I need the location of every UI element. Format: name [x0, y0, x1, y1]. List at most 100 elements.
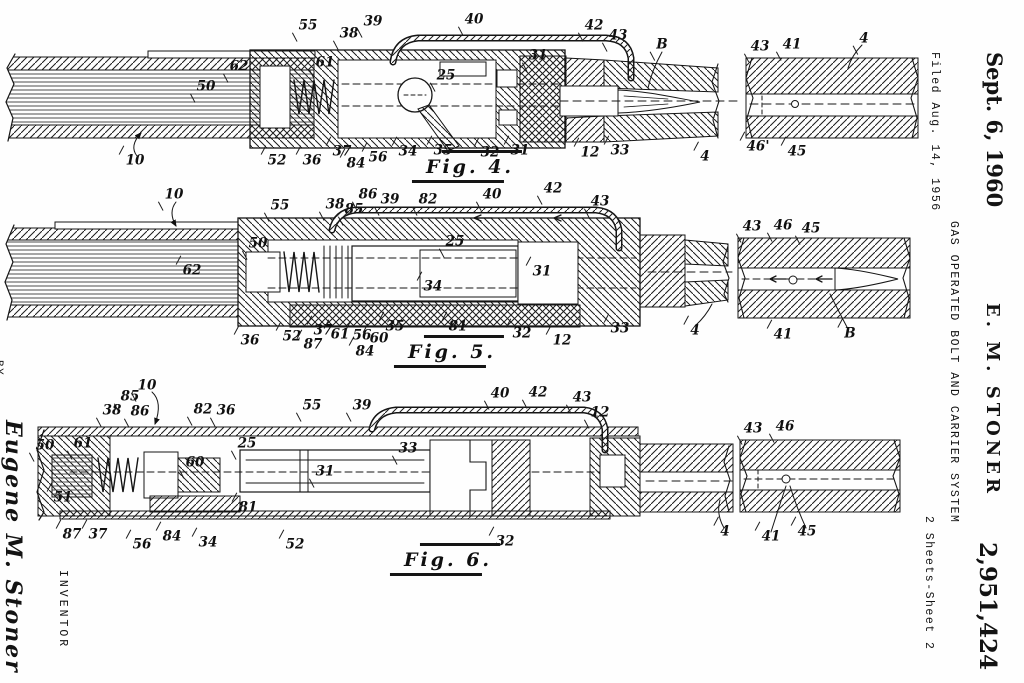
callout-fig4-45: 45 [788, 146, 807, 160]
callout-fig6-84: 84 [163, 531, 182, 545]
invention-title: GAS OPERATED BOLT AND CARRIER SYSTEM [947, 221, 960, 523]
callout-fig4-43: 43 [751, 41, 770, 55]
callout-fig5-40: 40 [483, 189, 502, 203]
inventor-name: E. M. STONER [982, 303, 1003, 497]
callout-fig5-43: 43 [591, 196, 610, 210]
callout-fig5-43: 43 [743, 221, 762, 235]
callout-fig5-45: 45 [802, 223, 821, 237]
callout-fig4-43: 43 [609, 30, 628, 44]
callout-fig4-10: 10 [126, 155, 145, 169]
callout-fig4-55: 55 [299, 20, 318, 34]
callout-fig5-87: 87 [304, 339, 323, 353]
callout-fig5-61: 61 [331, 329, 350, 343]
callout-fig4-42: 42 [585, 20, 604, 34]
callout-fig4-31: 31 [529, 50, 548, 64]
callout-fig5-60: 60 [370, 333, 389, 347]
callout-fig6-55: 55 [303, 400, 322, 414]
callout-fig5-42: 42 [544, 183, 563, 197]
callout-fig4-84: 84 [347, 158, 366, 172]
callout-fig4-4: 4 [859, 33, 868, 47]
callout-fig5-10: 10 [165, 189, 184, 203]
filed-date: Filed Aug. 14, 1956 [928, 52, 941, 212]
callout-fig6-43: 43 [744, 423, 763, 437]
callout-fig5-81: 81 [449, 321, 468, 335]
callout-fig5-82: 82 [419, 194, 438, 208]
callout-fig5-B: B [844, 328, 855, 342]
callout-fig5-39: 39 [381, 194, 400, 208]
callout-fig5-35: 35 [386, 321, 405, 335]
callout-fig6-51: 51 [54, 492, 73, 506]
callout-fig4-25: 25 [437, 70, 456, 84]
callout-fig4-62: 62 [230, 61, 249, 74]
callout-fig4-34: 34 [399, 146, 418, 160]
callout-fig4-61: 61 [316, 57, 335, 70]
callout-fig6-12: 12 [591, 407, 610, 421]
callout-fig5-4: 4 [690, 325, 699, 339]
callout-fig6-61: 61 [74, 438, 93, 452]
inventor-signature: Eugene M. Stoner [0, 420, 26, 674]
callout-fig5-34: 34 [424, 281, 443, 295]
callout-fig6-10: 10 [138, 380, 157, 394]
callout-fig4-52: 52 [268, 155, 287, 169]
callout-fig4-4: 4 [700, 151, 709, 165]
callout-fig5-12: 12 [553, 335, 572, 349]
callout-fig4-39: 39 [364, 16, 383, 30]
sheet-info: 2 Sheets-Sheet 2 [922, 516, 935, 650]
callout-fig5-33: 33 [611, 323, 630, 337]
callout-fig4-50: 50 [197, 81, 216, 95]
callout-fig5-36: 36 [241, 335, 260, 349]
callout-fig4-38: 38 [340, 28, 359, 42]
callout-fig5-41: 41 [774, 329, 793, 343]
callout-fig5-84: 84 [356, 346, 375, 360]
by-label: BY [0, 360, 4, 376]
callout-fig6-34: 34 [199, 537, 218, 551]
callout-fig6-43: 43 [573, 392, 592, 406]
callout-fig6-87: 87 [63, 529, 82, 543]
callout-fig6-38: 38 [103, 405, 122, 419]
callout-fig6-37: 37 [89, 529, 108, 543]
callout-fig5-46: 46 [774, 220, 793, 234]
callout-fig6-33: 33 [399, 443, 418, 457]
fig5-caption: Fig. 5. [408, 341, 496, 363]
patent-number: 2,951,424 [974, 542, 1001, 670]
callout-fig6-40: 40 [491, 388, 510, 402]
inventor-caption: INVENTOR [56, 570, 69, 649]
callout-fig4-12: 12 [581, 147, 600, 161]
callout-fig5-86: 86 [359, 189, 378, 203]
callout-fig6-42: 42 [529, 387, 548, 401]
callout-fig6-52: 52 [286, 539, 305, 553]
callout-fig5-38: 38 [326, 199, 345, 213]
callout-fig4-B: B [656, 39, 667, 53]
callout-fig5-50: 50 [249, 238, 268, 252]
callout-fig6-56: 56 [133, 539, 152, 553]
callout-fig5-32: 32 [513, 328, 532, 342]
callout-fig6-81: 81 [239, 502, 258, 516]
callout-fig6-4: 4 [720, 526, 729, 540]
callout-fig4-41: 41 [783, 39, 802, 53]
callout-fig5-37: 37 [314, 325, 333, 339]
callout-fig6-31: 31 [316, 466, 335, 480]
callout-fig6-39: 39 [353, 400, 372, 414]
callout-fig6-60: 60 [186, 457, 205, 471]
callout-fig6-46: 46 [776, 421, 795, 435]
callout-fig6-82: 82 [194, 404, 213, 418]
fig4-caption: Fig. 4. [426, 156, 514, 178]
callout-fig5-25: 25 [446, 236, 465, 250]
callout-fig6-25: 25 [238, 438, 257, 452]
patent-date: Sept. 6, 1960 [982, 52, 1007, 207]
callout-fig6-41: 41 [762, 531, 781, 545]
callout-fig4-46p: 46' [747, 141, 770, 155]
callout-fig6-45: 45 [798, 526, 817, 540]
callout-fig4-56: 56 [369, 152, 388, 166]
callout-fig4-33: 33 [611, 145, 630, 159]
callout-fig5-55: 55 [271, 200, 290, 214]
callout-fig6-85: 85 [121, 391, 140, 405]
callout-fig6-50: 50 [36, 440, 55, 454]
fig6-caption: Fig. 6. [404, 549, 492, 571]
callout-fig4-40: 40 [465, 14, 484, 28]
callout-fig6-36: 36 [217, 405, 236, 419]
callout-fig6-86: 86 [131, 406, 150, 420]
callout-fig5-62: 62 [183, 265, 202, 279]
